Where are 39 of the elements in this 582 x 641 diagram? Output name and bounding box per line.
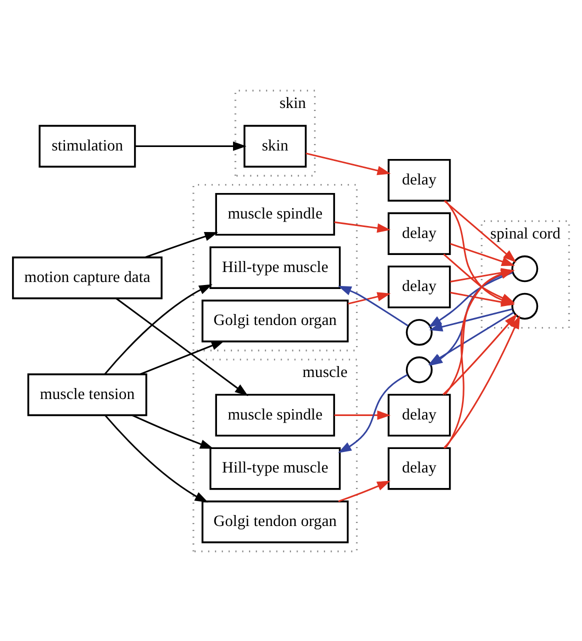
node-circle	[511, 292, 538, 320]
arrow	[104, 414, 208, 502]
node-circle	[406, 318, 433, 346]
arrow	[116, 297, 248, 396]
node-box: muscle tension	[27, 372, 148, 416]
node-box: delay	[388, 212, 451, 254]
node-box: Hill-type muscle	[210, 446, 341, 490]
arrow	[306, 152, 391, 175]
arrow	[135, 141, 246, 150]
arrow	[140, 340, 225, 374]
arrow	[132, 414, 214, 448]
arrow	[338, 480, 391, 502]
arrow	[444, 200, 516, 262]
arrow	[338, 285, 408, 326]
node-box: delay	[388, 158, 451, 202]
arrow	[442, 313, 518, 395]
node-box: Hill-type muscle	[210, 246, 341, 288]
arrow	[144, 231, 218, 258]
node-box: delay	[388, 446, 451, 490]
node-box: Golgi tendon organ	[202, 500, 349, 543]
arrow	[429, 308, 513, 331]
node-box: skin	[244, 124, 307, 168]
arrow	[428, 271, 513, 327]
node-box: delay	[388, 393, 451, 436]
node-box: delay	[388, 265, 451, 308]
node-box: Golgi tendon organ	[202, 299, 349, 342]
arrow	[348, 292, 391, 304]
arrow	[104, 284, 212, 374]
arrow	[443, 314, 520, 448]
node-box: motion capture data	[12, 256, 163, 299]
arrow	[334, 410, 391, 420]
node-box: muscle spindle	[215, 192, 336, 236]
node-box: muscle spindle	[215, 393, 336, 436]
arrow	[334, 220, 391, 232]
node-box: stimulation	[38, 124, 136, 168]
node-circle	[406, 356, 433, 383]
arrow	[450, 242, 516, 266]
node-circle	[511, 254, 538, 282]
arrow	[338, 374, 408, 453]
